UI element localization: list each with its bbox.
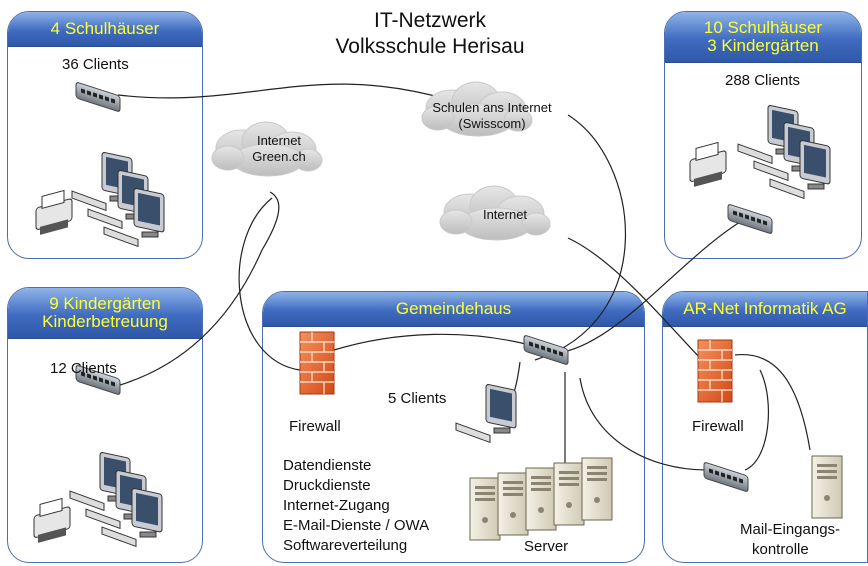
firewall-icon (299, 331, 335, 395)
server-icon (497, 472, 529, 536)
link-4schulhaeuser-swisscom (117, 83, 451, 101)
cloud-line-2: (Swisscom) (458, 116, 526, 131)
cloud-label-internet: Internet (482, 207, 528, 222)
link-firewall-switch (333, 333, 531, 351)
firewall-label: Firewall (692, 418, 744, 435)
mail-server-icon (811, 455, 843, 519)
link-arnet-firewall-mail (734, 354, 811, 451)
group-header: AR-Net Informatik AG (663, 292, 867, 327)
group-header-line-1: 9 Kindergärten (49, 294, 161, 313)
computer-icon (455, 383, 517, 443)
printer-icon (35, 189, 73, 236)
group-header: 9 Kindergärten Kinderbetreuung (8, 288, 202, 339)
switch-icon (75, 81, 121, 113)
diagram-title: IT-Netzwerk Volksschule Herisau (300, 8, 560, 60)
clients-label: 12 Clients (50, 360, 117, 377)
firewall-label: Firewall (289, 418, 341, 435)
group-header: 4 Schulhäuser (8, 12, 202, 47)
group-10-schulhaeuser: 10 Schulhäuser 3 Kindergärten (664, 11, 862, 259)
title-line-2: Volksschule Herisau (335, 35, 525, 58)
title-line-1: IT-Netzwerk (373, 9, 486, 32)
server-icon (469, 477, 501, 541)
service-item: E-Mail-Dienste / OWA (283, 517, 430, 534)
server-icon (525, 467, 557, 531)
group-header-line-1: 10 Schulhäuser (703, 18, 823, 37)
link-greench-firewall (238, 197, 301, 371)
mail-control-label: Mail-Eingangs- kontrolle (740, 520, 840, 560)
server-icon (553, 462, 585, 526)
group-header-line-2: 3 Kindergärten (707, 36, 819, 55)
link-arnet-switch (744, 369, 770, 471)
server-icon (581, 457, 613, 521)
firewall-icon (697, 339, 733, 403)
service-item: Datendienste (283, 457, 372, 474)
printer-icon (689, 141, 727, 188)
link-swisscom-gemeindehaus (534, 114, 626, 361)
cloud-line-2: Green.ch (252, 149, 306, 164)
group-header: Gemeindehaus (263, 292, 644, 327)
service-item: Druckdienste (283, 477, 371, 494)
services-list: Datendienste Druckdienste Internet-Zugan… (283, 456, 429, 556)
link-switch-arnet (579, 377, 707, 471)
cloud-label-green: Internet Green.ch (244, 133, 314, 165)
clients-label: 288 Clients (725, 72, 801, 89)
cloud-line-1: Internet (256, 133, 302, 148)
link-internet-arnet (567, 237, 713, 371)
mail-control-line-1: Mail-Eingangs- (740, 521, 841, 538)
link-kindergarten-greench (119, 191, 280, 386)
cloud-line-1: Schulen ans Internet (432, 100, 552, 115)
switch-icon (703, 461, 749, 493)
clients-label: 5 Clients (388, 390, 447, 407)
switch-icon (727, 203, 773, 235)
group-header: 10 Schulhäuser 3 Kindergärten (665, 12, 861, 63)
mail-control-line-2: kontrolle (752, 541, 809, 558)
server-label: Server (524, 538, 569, 555)
cloud-label-swisscom: Schulen ans Internet (Swisscom) (428, 100, 556, 132)
printer-icon (33, 497, 71, 544)
switch-icon (523, 334, 569, 366)
link-10schulhaeuser-gemeindehaus (562, 221, 741, 353)
service-item: Internet-Zugang (283, 497, 390, 514)
service-item: Softwareverteilung (283, 537, 408, 554)
group-header-line-2: Kinderbetreuung (42, 312, 168, 331)
clients-label: 36 Clients (62, 56, 129, 73)
connection-lines (117, 83, 811, 480)
